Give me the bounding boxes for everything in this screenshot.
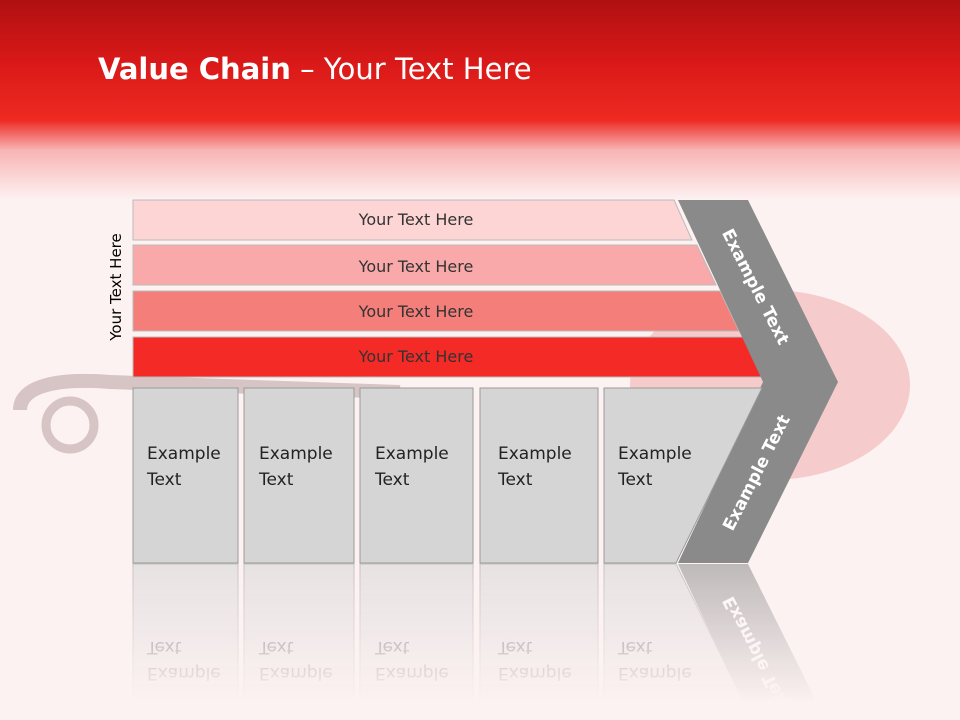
reflection-group: Example Text Example Text Example Text E…	[132, 563, 826, 720]
bar-shape-1	[132, 199, 693, 241]
box-reflection-label-4-line1: Example	[498, 663, 572, 683]
boxes-group: Example Text Example Text Example Text E…	[132, 387, 763, 564]
box-shape-3	[359, 387, 474, 564]
box-reflection-label-2-line2: Text	[258, 637, 294, 657]
bar-label-1: Your Text Here	[358, 210, 474, 229]
box-shape-5	[603, 387, 763, 564]
box-label-2-line2: Text	[258, 470, 294, 490]
box-reflection-label-5-line2: Text	[617, 637, 653, 657]
box-reflection-label-1-line1: Example	[147, 663, 221, 683]
chevron-shape	[678, 200, 838, 563]
box-reflection-label-1-line2: Text	[146, 637, 182, 657]
title-bold: Value Chain	[98, 52, 291, 86]
box-reflection-label-3-line1: Example	[375, 663, 449, 683]
box-reflection-5	[603, 563, 754, 720]
box-shape-2	[243, 387, 355, 564]
box-reflection-label-4-line2: Text	[497, 637, 533, 657]
bar-shape-2	[132, 244, 717, 286]
box-shape-1	[132, 387, 239, 564]
bar-label-3: Your Text Here	[358, 302, 474, 321]
box-reflection-3	[359, 563, 474, 720]
box-label-1-line1: Example	[147, 444, 221, 464]
box-label-3-line1: Example	[375, 444, 449, 464]
header-band	[0, 0, 960, 200]
title-rest: – Your Text Here	[290, 52, 532, 86]
box-reflection-1	[132, 563, 239, 720]
box-label-4-line1: Example	[498, 444, 572, 464]
chevron-reflection	[678, 564, 826, 720]
box-reflection-2	[243, 563, 355, 720]
bar-shape-3	[132, 290, 740, 332]
bars-group: Your Text Here Your Text Here Your Text …	[132, 199, 764, 378]
box-label-5-line2: Text	[617, 470, 653, 490]
box-shape-4	[479, 387, 599, 564]
box-reflection-label-3-line2: Text	[374, 637, 410, 657]
box-label-1-line2: Text	[146, 470, 182, 490]
box-reflection-4	[479, 563, 599, 720]
box-reflection-label-2-line1: Example	[259, 663, 333, 683]
box-label-5-line1: Example	[618, 444, 692, 464]
box-label-3-line2: Text	[374, 470, 410, 490]
page-title: Value Chain – Your Text Here	[98, 52, 532, 86]
reflection: Example Text Example Text Example Text E…	[132, 563, 826, 720]
box-label-4-line2: Text	[497, 470, 533, 490]
bar-label-4: Your Text Here	[358, 347, 474, 366]
bar-label-2: Your Text Here	[358, 257, 474, 276]
box-label-2-line1: Example	[259, 444, 333, 464]
box-reflection-label-5-line1: Example	[618, 663, 692, 683]
